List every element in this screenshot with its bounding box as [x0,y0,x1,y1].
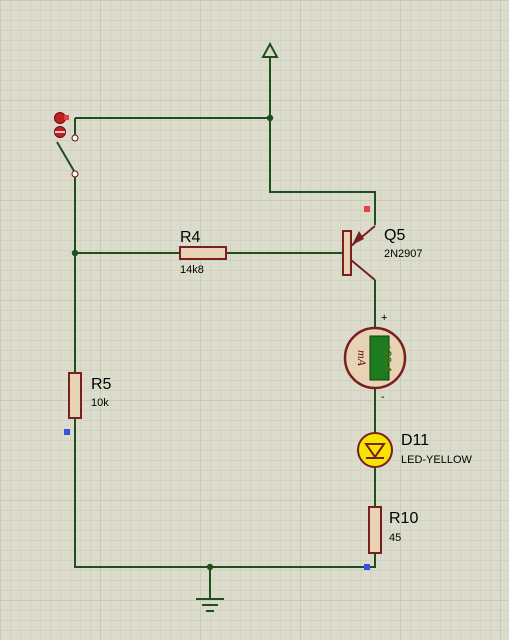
emitter-arrow-icon [352,231,364,245]
q5-value: 2N2907 [384,248,423,260]
wires[interactable] [74,58,376,598]
ammeter[interactable]: +20.4 mA + - [343,312,407,403]
led-d11[interactable]: D11 LED-YELLOW [357,432,473,468]
junction-bottom [206,563,214,571]
ammeter-plus: + [381,312,387,324]
junction-top [266,114,274,122]
wire-r5-bottom[interactable] [74,418,376,568]
r5-pin-marker-icon [64,429,70,435]
switch-red-pin-icon [64,115,69,120]
r4-name: R4 [180,229,201,246]
transistor-q5[interactable]: Q5 2N2907 [342,206,423,281]
d11-value: LED-YELLOW [401,454,473,466]
r10-pin-marker-icon [364,564,370,570]
ammeter-unit: mA [355,350,369,367]
resistor-r5[interactable]: R5 10k [64,372,112,435]
switch-contact-bottom-icon [71,170,79,178]
power-terminal[interactable] [261,41,279,58]
switch-contact-top-icon [71,134,79,142]
wire-power-drop[interactable] [269,58,376,225]
resistor-r10[interactable]: R10 45 [364,506,418,570]
r5-value: 10k [91,397,109,409]
ammeter-display [369,335,390,381]
d11-name: D11 [401,432,429,449]
ground-symbol[interactable] [196,598,224,612]
switch-lever [56,141,75,172]
ammeter-reading: +20.4 [381,344,393,373]
resistor-r4[interactable]: R4 14k8 [179,229,227,276]
ammeter-minus: - [381,391,385,403]
r4-value: 14k8 [180,264,204,276]
led-diode-icon [364,443,386,459]
switch[interactable] [54,112,79,178]
junction-left [71,249,79,257]
r10-value: 45 [389,532,401,544]
switch-red-knob-icon[interactable] [54,112,66,124]
q5-pin-marker-icon [364,206,370,212]
r5-name: R5 [91,376,112,393]
q5-name: Q5 [384,227,405,244]
r10-name: R10 [389,510,418,527]
